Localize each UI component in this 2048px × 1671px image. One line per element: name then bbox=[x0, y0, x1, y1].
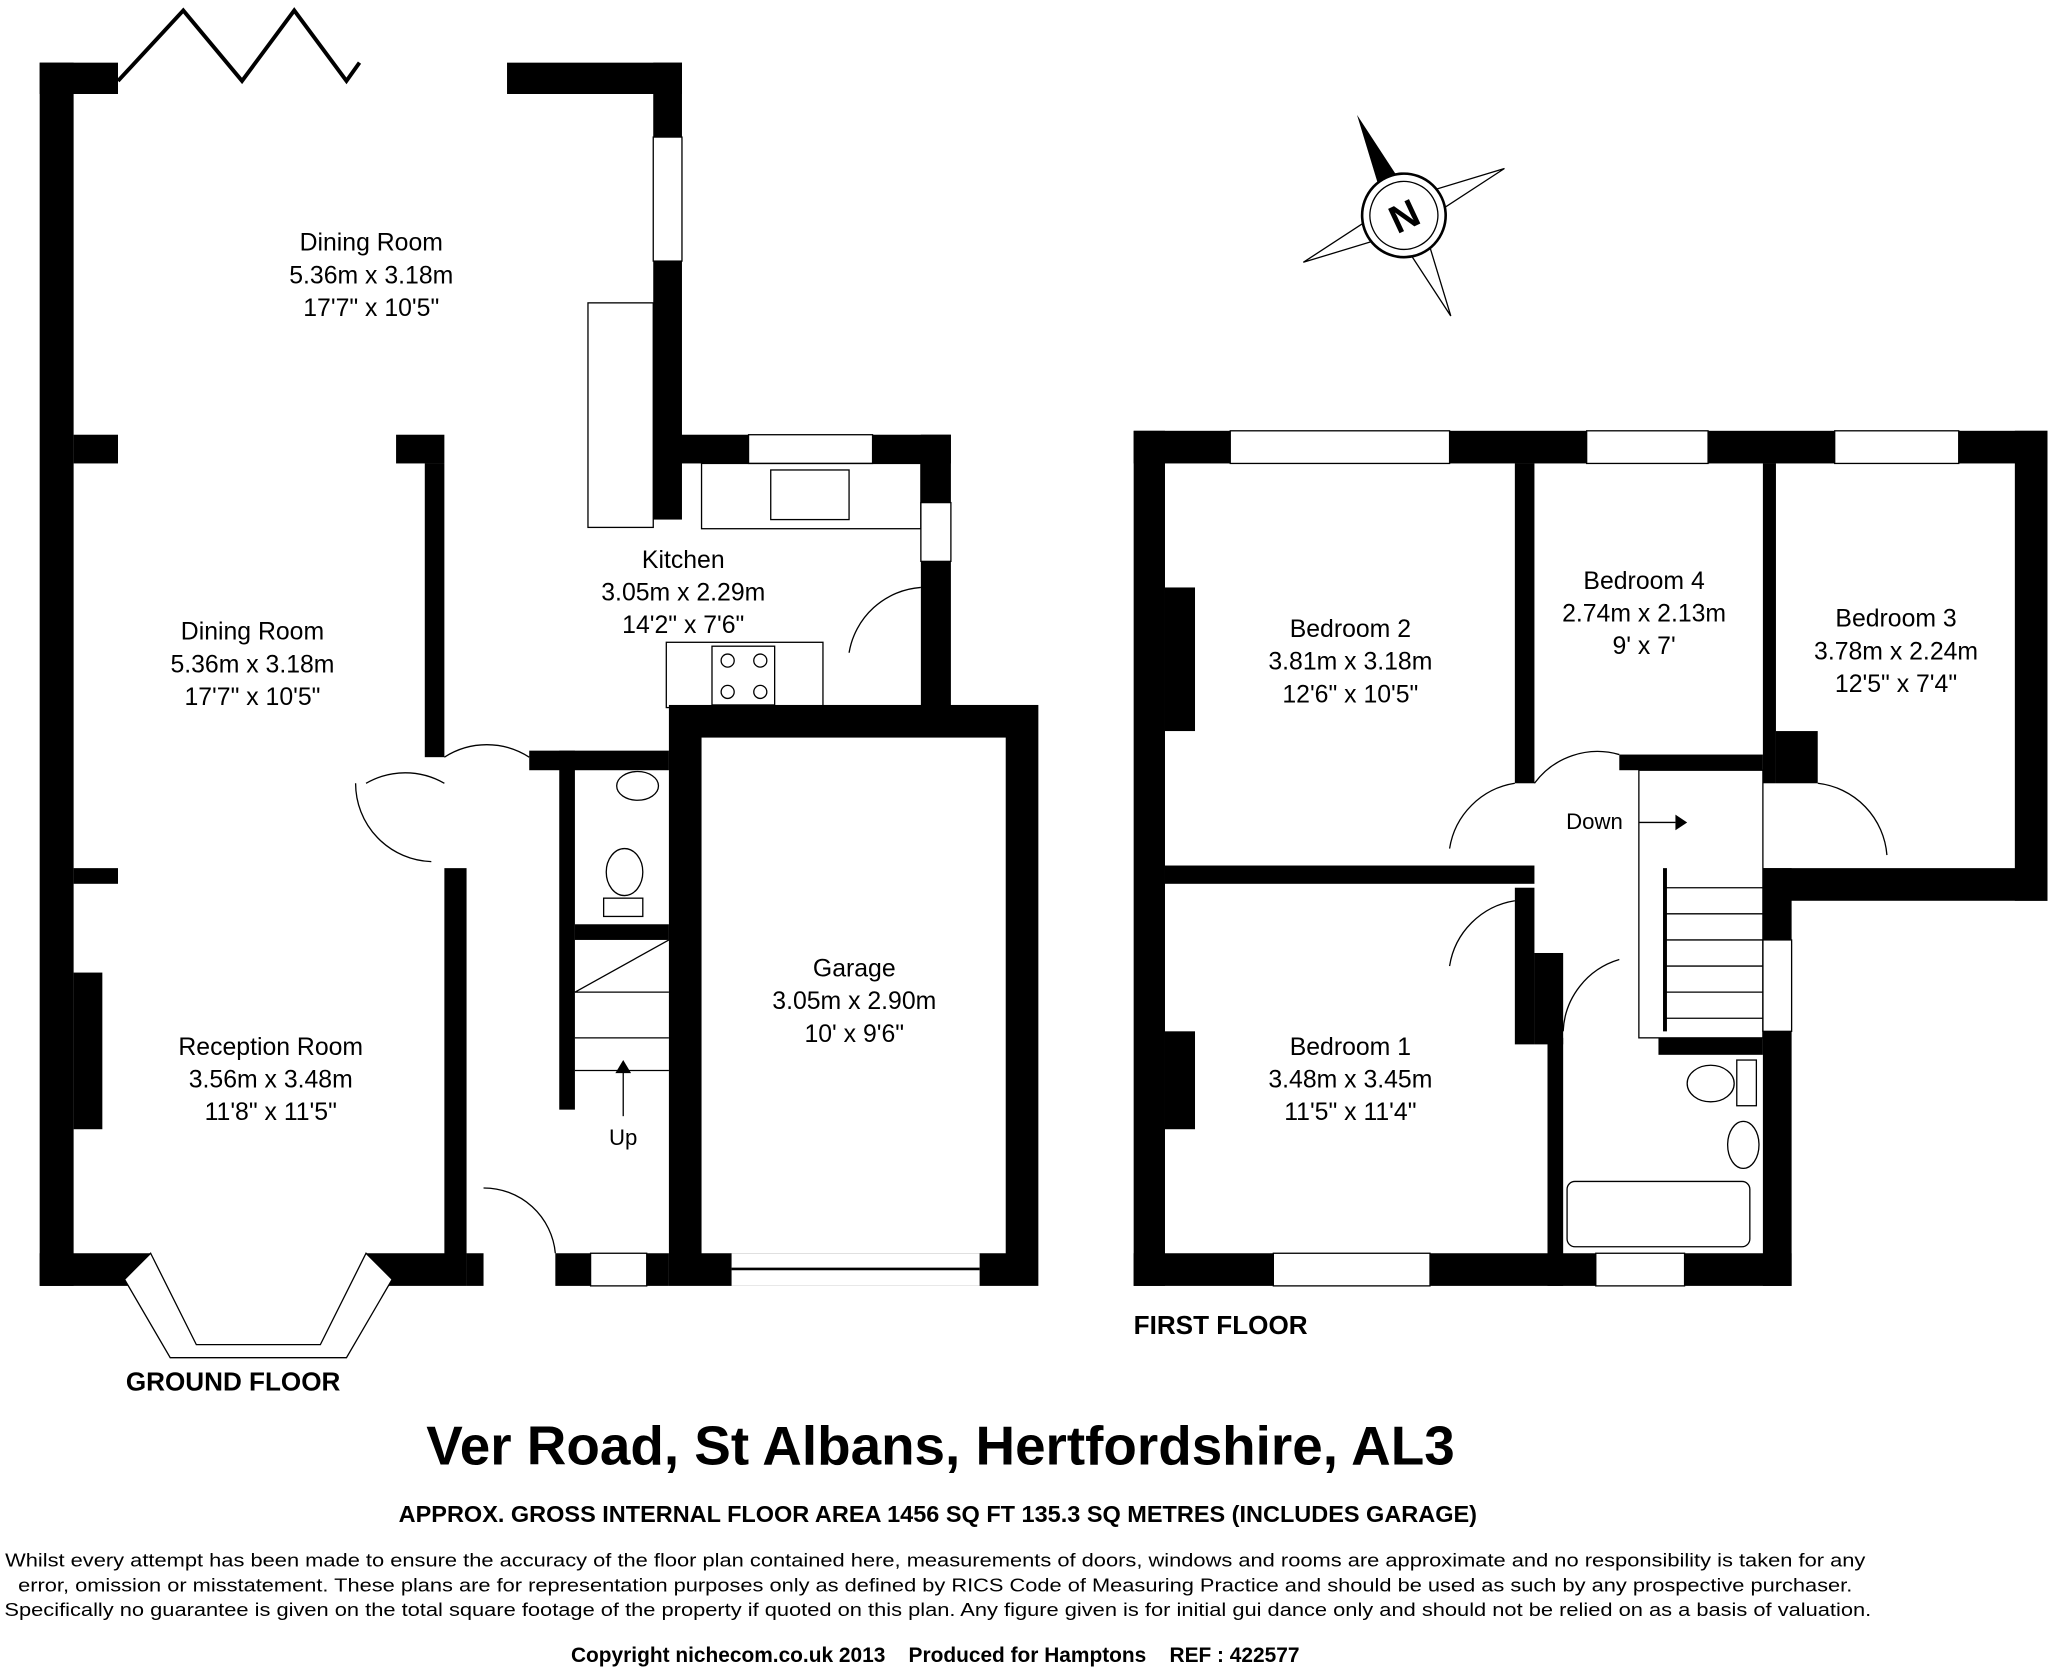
stairs-up-label: Up bbox=[609, 1125, 637, 1150]
disclaimer-line: Whilst every attempt has been made to en… bbox=[5, 1550, 1866, 1571]
room-name: Garage bbox=[813, 955, 896, 982]
room-metric: 2.74m x 2.13m bbox=[1562, 600, 1726, 627]
room-metric: 3.05m x 2.29m bbox=[601, 580, 765, 607]
room-name: Bedroom 1 bbox=[1290, 1034, 1411, 1061]
ground-floor-plan: Dining Room 5.36m x 3.18m 17'7" x 10'5" … bbox=[39, 7, 1039, 1396]
bifold-door bbox=[116, 7, 362, 85]
room-imperial: 12'6" x 10'5" bbox=[1282, 681, 1418, 708]
room-name: Kitchen bbox=[642, 547, 725, 574]
room-metric: 3.05m x 2.90m bbox=[772, 988, 936, 1015]
floor-area: APPROX. GROSS INTERNAL FLOOR AREA 1456 S… bbox=[399, 1501, 1477, 1527]
room-imperial: 14'2" x 7'6" bbox=[622, 612, 744, 639]
room-imperial: 9' x 7' bbox=[1612, 633, 1675, 660]
room-metric: 5.36m x 3.18m bbox=[289, 262, 453, 289]
room-name: Dining Room bbox=[181, 619, 324, 646]
room-imperial: 17'7" x 10'5" bbox=[184, 684, 320, 711]
room-metric: 5.36m x 3.18m bbox=[170, 651, 334, 678]
disclaimer-line: Specifically no guarantee is given on th… bbox=[4, 1599, 1871, 1620]
room-imperial: 11'8" x 11'5" bbox=[205, 1099, 337, 1126]
sink-icon bbox=[770, 469, 850, 521]
room-name: Bedroom 2 bbox=[1290, 616, 1411, 643]
bath-icon bbox=[1566, 1180, 1751, 1248]
bay-window bbox=[123, 1252, 393, 1359]
basin-icon bbox=[1726, 1120, 1760, 1170]
room-imperial: 17'7" x 10'5" bbox=[303, 295, 439, 322]
room-name: Bedroom 3 bbox=[1835, 606, 1956, 633]
toilet-icon bbox=[1686, 1064, 1735, 1103]
first-floor-plan: Bedroom 2 3.81m x 3.18m 12'6" x 10'5" Be… bbox=[1133, 430, 2048, 1340]
first-floor-label: FIRST FLOOR bbox=[1134, 1310, 1308, 1340]
compass-icon: N bbox=[1302, 114, 1505, 317]
room-metric: 3.48m x 3.45m bbox=[1268, 1066, 1432, 1093]
toilet-icon bbox=[605, 847, 644, 897]
basin-icon bbox=[616, 770, 660, 801]
ground-stairs bbox=[574, 939, 670, 1117]
room-metric: 3.56m x 3.48m bbox=[189, 1066, 353, 1093]
room-name: Reception Room bbox=[178, 1034, 363, 1061]
room-imperial: 10' x 9'6" bbox=[804, 1021, 904, 1048]
copyright-footer: Copyright nichecom.co.uk 2013 Produced f… bbox=[571, 1644, 1299, 1667]
room-metric: 3.81m x 3.18m bbox=[1268, 649, 1432, 676]
ground-floor-label: GROUND FLOOR bbox=[126, 1366, 341, 1396]
svg-text:Dining Room: Dining Room bbox=[300, 230, 443, 257]
first-stairs bbox=[1638, 769, 1764, 1039]
hob-icon bbox=[711, 645, 776, 706]
stairs-down-label: Down bbox=[1566, 809, 1623, 834]
disclaimer-line: error, omission or misstatement. These p… bbox=[18, 1574, 1852, 1595]
room-name: Dining Room bbox=[300, 230, 443, 257]
room-imperial: 12'5" x 7'4" bbox=[1835, 671, 1957, 698]
door-swing bbox=[848, 586, 921, 653]
room-metric: 3.78m x 2.24m bbox=[1814, 638, 1978, 665]
address-title: Ver Road, St Albans, Hertfordshire, AL3 bbox=[426, 1415, 1454, 1477]
room-imperial: 11'5" x 11'4" bbox=[1284, 1099, 1416, 1126]
room-name: Bedroom 4 bbox=[1583, 568, 1705, 595]
